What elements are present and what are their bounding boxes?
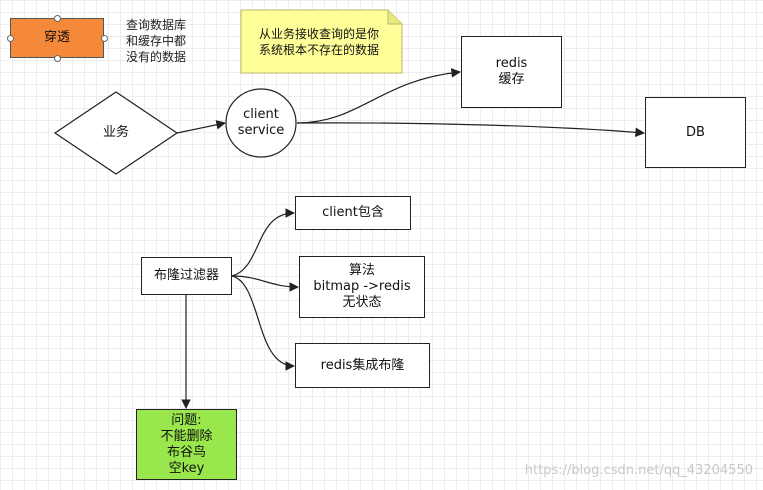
edge-bloom-to-redis-integration bbox=[231, 275, 295, 371]
note-fold bbox=[387, 10, 402, 25]
client-contains-box[interactable]: client包含 bbox=[295, 196, 411, 230]
edge-business-to-client bbox=[176, 120, 226, 134]
watermark-text: https://blog.csdn.net/qq_43204550 bbox=[524, 463, 753, 478]
selection-handle-bottom[interactable] bbox=[54, 55, 61, 62]
edge-client-to-redis bbox=[296, 68, 461, 124]
redis-integration-box[interactable]: redis集成布隆 bbox=[295, 343, 430, 388]
selection-handle-right[interactable] bbox=[101, 35, 108, 42]
db-box[interactable]: DB bbox=[645, 97, 746, 168]
penetration-caption: 查询数据库 和缓存中都 没有的数据 bbox=[126, 18, 187, 64]
note-shape bbox=[240, 9, 403, 74]
algorithm-box[interactable]: 算法 bitmap ->redis 无状态 bbox=[299, 256, 425, 318]
issues-box[interactable]: 问题: 不能删除 布谷鸟 空key bbox=[136, 409, 237, 480]
client-service-label: client service bbox=[237, 107, 285, 138]
business-label: 业务 bbox=[102, 125, 129, 140]
edge-bloom-to-algorithm bbox=[231, 275, 299, 292]
bloom-filter-box[interactable]: 布隆过滤器 bbox=[141, 257, 232, 295]
selection-handle-top[interactable] bbox=[54, 15, 61, 22]
penetration-tag[interactable]: 穿透 bbox=[10, 18, 104, 58]
selection-handle-left[interactable] bbox=[7, 35, 14, 42]
note-text: 从业务接收查询的是你 系统根本不存在的数据 bbox=[258, 27, 379, 57]
redis-cache-box[interactable]: redis 缓存 bbox=[461, 36, 562, 108]
edge-client-to-db bbox=[296, 122, 645, 138]
penetration-tag-label: 穿透 bbox=[43, 30, 70, 45]
edge-bloom-to-client-contains bbox=[231, 208, 295, 277]
business-diamond bbox=[53, 91, 179, 175]
client-service-ellipse bbox=[225, 88, 297, 158]
